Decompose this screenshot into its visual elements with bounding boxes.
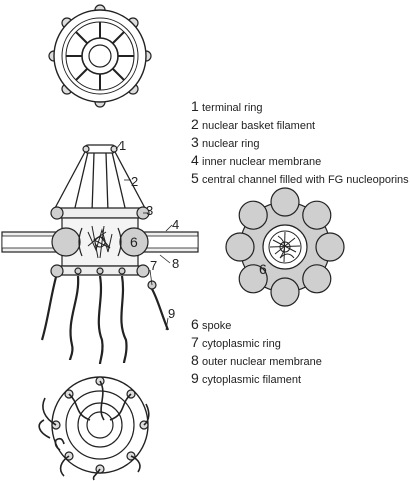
callout-4: 4 (172, 217, 179, 232)
callout-1: 1 (119, 138, 126, 153)
legend-number: 6 (191, 316, 199, 332)
callout-6-ring: 6 (259, 261, 267, 277)
cross-section-ring (225, 187, 345, 307)
spoke-right (119, 227, 149, 257)
side-view (1, 144, 199, 365)
legend-number: 9 (191, 370, 199, 386)
legend-label: outer nuclear membrane (202, 356, 322, 368)
legend-label: terminal ring (202, 102, 263, 114)
cytoplasmic-filaments (40, 275, 170, 365)
legend-number: 4 (191, 152, 199, 168)
legend-label: cytoplasmic ring (202, 338, 281, 350)
callout-9: 9 (168, 306, 175, 321)
legend-label: central channel filled with FG nucleopor… (202, 174, 409, 186)
legend-number: 7 (191, 334, 199, 350)
legend-label: nuclear ring (202, 138, 260, 150)
callout-7: 7 (150, 258, 157, 273)
callout-2: 2 (131, 174, 138, 189)
legend-number: 3 (191, 134, 199, 150)
callout-lines (115, 142, 173, 331)
legend-number: 2 (191, 116, 199, 132)
top-view-nuclear-side (48, 4, 152, 108)
legend-label: cytoplasmic filament (202, 374, 302, 386)
legend-label: inner nuclear membrane (202, 156, 322, 168)
spoke-left (51, 227, 81, 257)
legend-label: nuclear basket filament (202, 120, 316, 132)
callout-3: 3 (146, 203, 153, 218)
callout-6: 6 (130, 234, 138, 250)
legend-number: 1 (191, 98, 199, 114)
bottom-view-cytoplasmic-side (38, 376, 150, 481)
legend-number: 5 (191, 170, 199, 186)
central-channel (87, 225, 113, 259)
callout-8: 8 (172, 256, 179, 271)
legend-label: spoke (202, 320, 232, 332)
legend-number: 8 (191, 352, 199, 368)
